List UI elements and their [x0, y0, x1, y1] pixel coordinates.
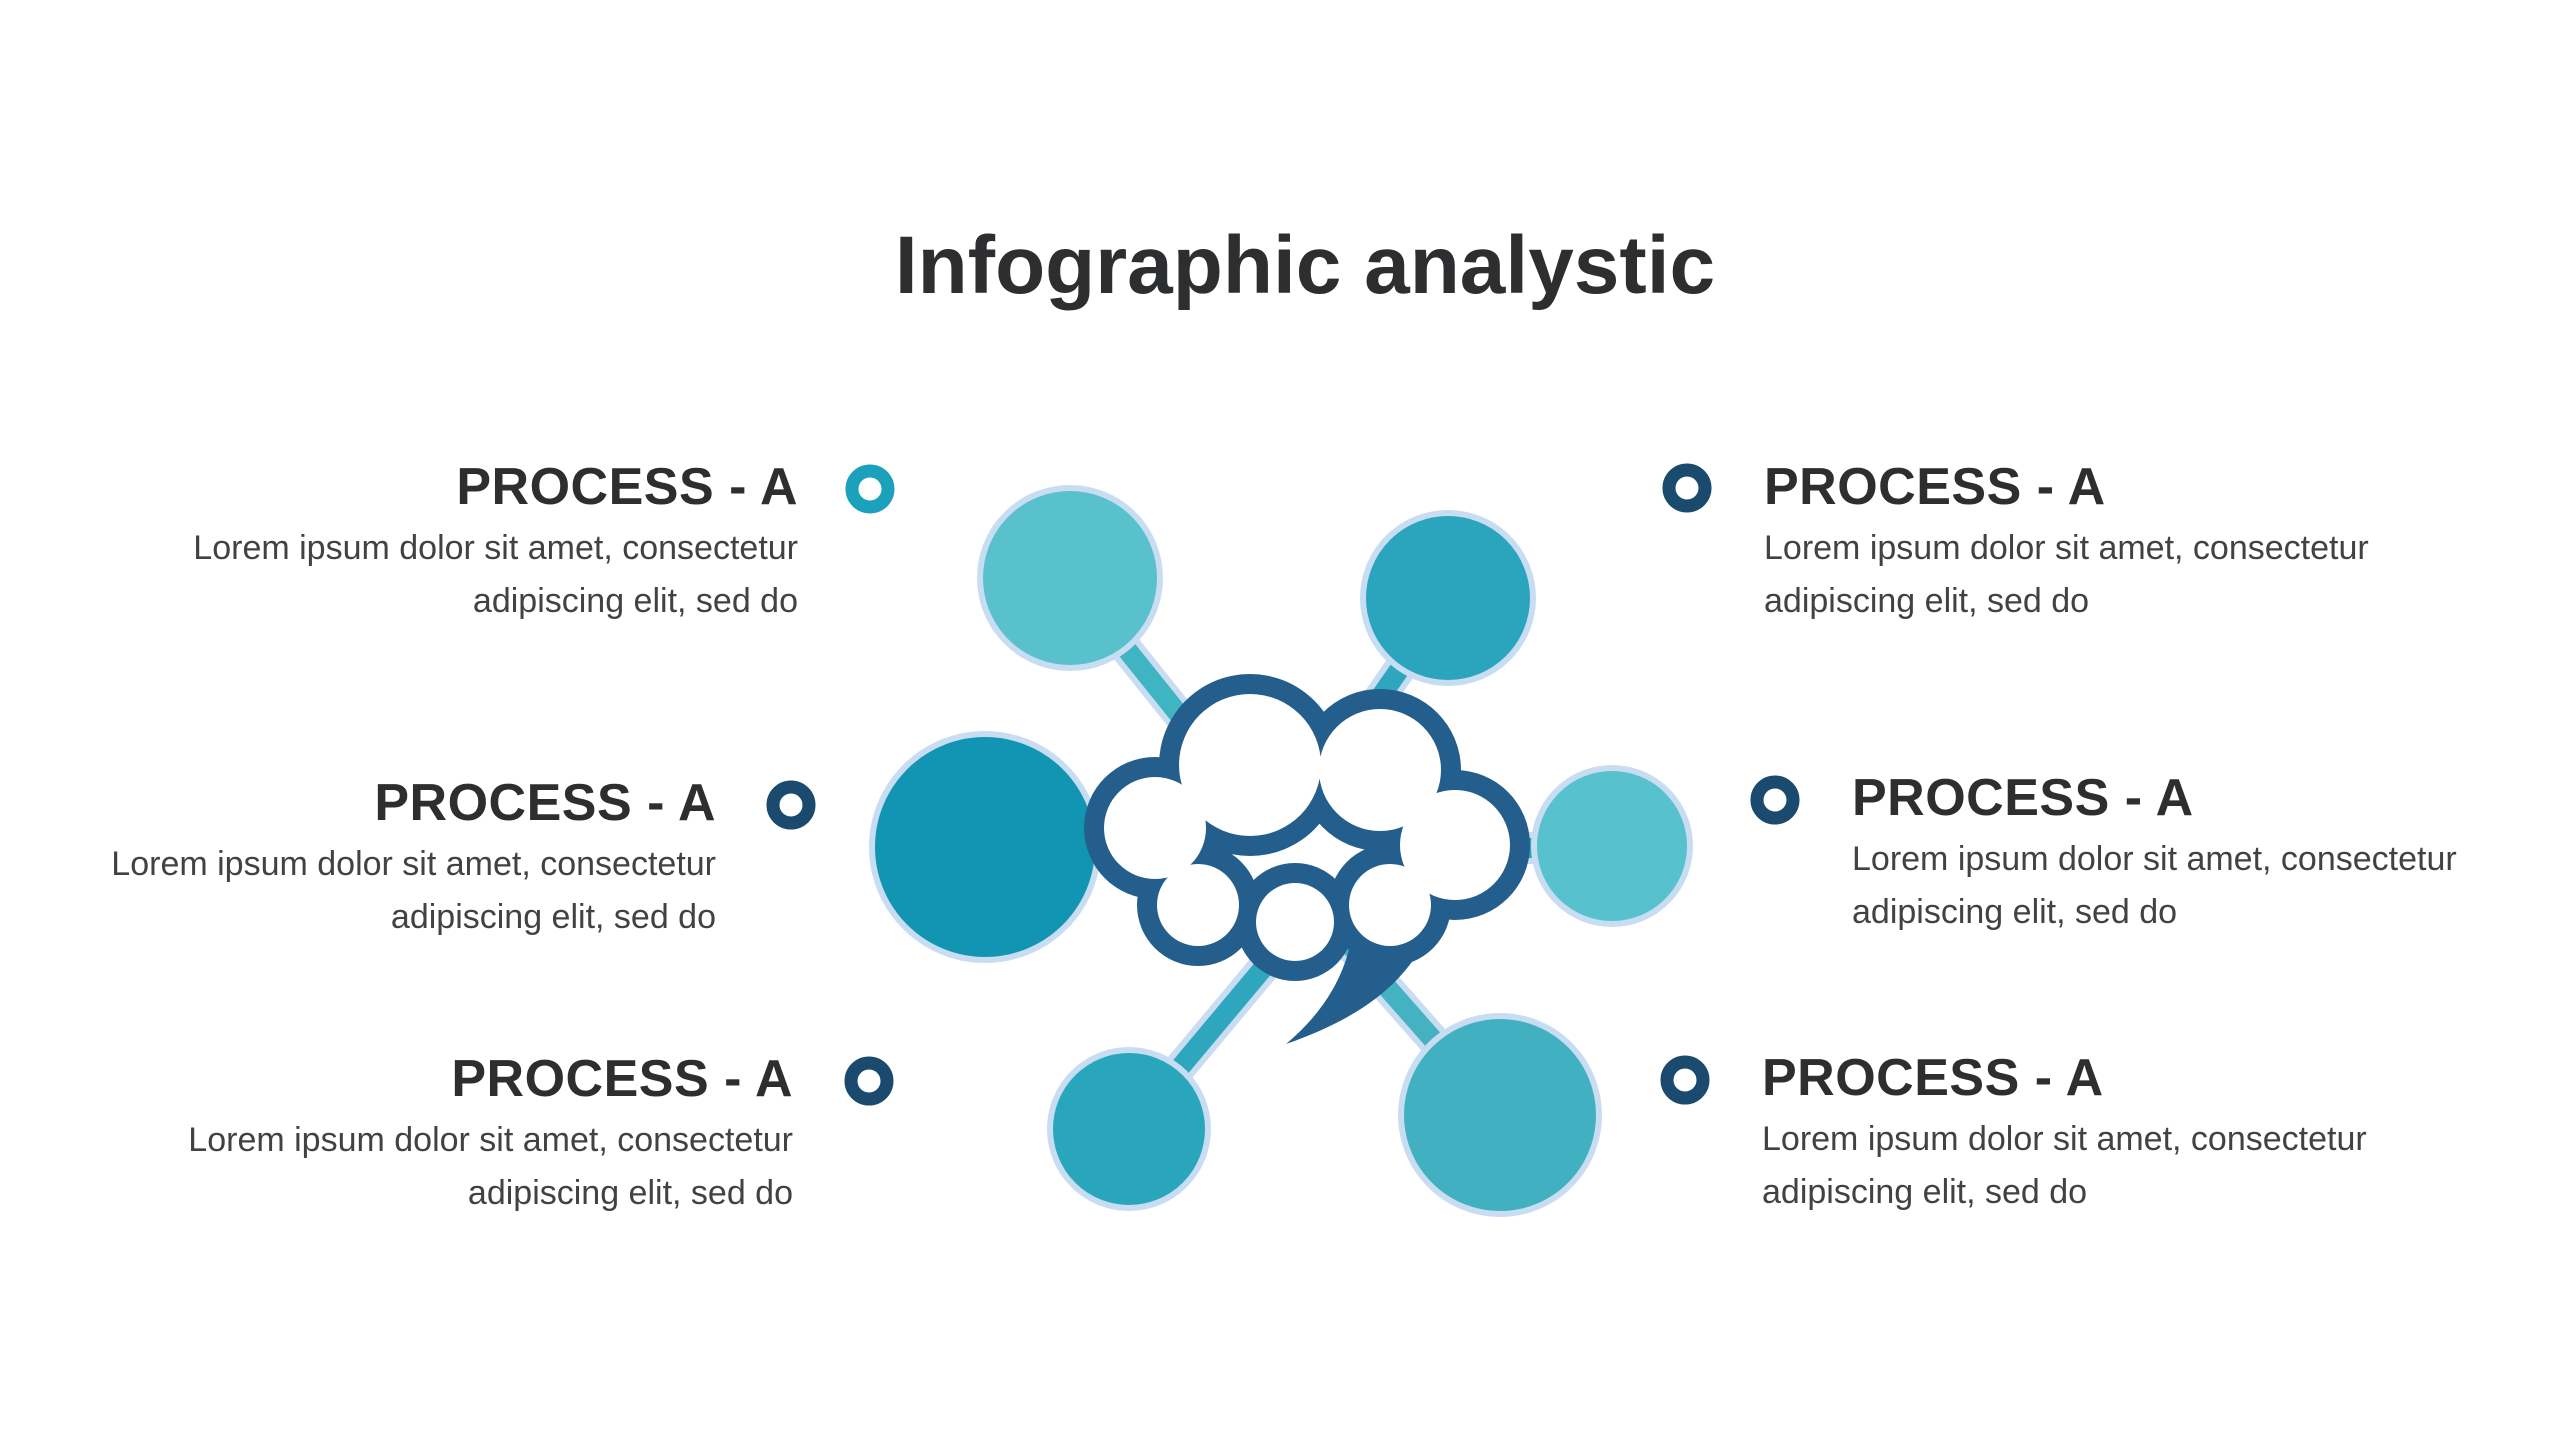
process-heading: PROCESS - A	[1852, 769, 2194, 827]
process-heading: PROCESS - A	[451, 1050, 793, 1108]
process-body-line: Lorem ipsum dolor sit amet, consectetur	[1764, 529, 2369, 567]
process-marker-ring-icon	[766, 780, 816, 830]
node-left-circle	[869, 731, 1101, 963]
thought-bubble-icon	[1084, 674, 1530, 1044]
process-body-line: adipiscing elit, sed do	[1764, 582, 2090, 620]
node-top-left-circle	[977, 485, 1163, 671]
process-marker-ring-icon	[844, 1056, 894, 1106]
node-right-circle	[1531, 765, 1693, 927]
process-block-bottom-right: PROCESS - A Lorem ipsum dolor sit amet, …	[1762, 1049, 2462, 1219]
process-body-line: Lorem ipsum dolor sit amet, consectetur	[111, 845, 716, 883]
process-heading: PROCESS - A	[374, 774, 716, 832]
process-body-line: adipiscing elit, sed do	[1762, 1173, 2088, 1211]
process-marker-ring-icon	[1750, 775, 1800, 825]
process-body-line: adipiscing elit, sed do	[467, 1174, 793, 1212]
process-marker-ring-icon	[1662, 463, 1712, 513]
process-body-line: adipiscing elit, sed do	[1852, 893, 2178, 931]
process-body-line: adipiscing elit, sed do	[390, 898, 716, 936]
process-marker-ring-icon	[1660, 1055, 1710, 1105]
slide-title: Infographic analystic	[894, 220, 1716, 311]
process-heading: PROCESS - A	[1764, 458, 2106, 516]
node-top-right-circle	[1360, 510, 1536, 686]
node-circles	[869, 485, 1693, 1217]
process-body-line: adipiscing elit, sed do	[472, 582, 798, 620]
process-block-bottom-left: PROCESS - A Lorem ipsum dolor sit amet, …	[93, 1050, 793, 1220]
process-heading: PROCESS - A	[456, 458, 798, 516]
node-bottom-right-circle	[1398, 1013, 1602, 1217]
process-body-line: Lorem ipsum dolor sit amet, consectetur	[1762, 1120, 2367, 1158]
node-bottom-left-circle	[1047, 1047, 1211, 1211]
process-heading: PROCESS - A	[1762, 1049, 2104, 1107]
process-block-top-right: PROCESS - A Lorem ipsum dolor sit amet, …	[1764, 458, 2464, 628]
process-body-line: Lorem ipsum dolor sit amet, consectetur	[1852, 840, 2457, 878]
process-body-line: Lorem ipsum dolor sit amet, consectetur	[193, 529, 798, 567]
cloud-interior-puffs	[1104, 694, 1510, 961]
process-block-middle-right: PROCESS - A Lorem ipsum dolor sit amet, …	[1852, 769, 2552, 939]
process-block-top-left: PROCESS - A Lorem ipsum dolor sit amet, …	[98, 458, 798, 628]
process-body-line: Lorem ipsum dolor sit amet, consectetur	[188, 1121, 793, 1159]
process-block-middle-left: PROCESS - A Lorem ipsum dolor sit amet, …	[16, 774, 716, 944]
process-marker-ring-icon	[845, 464, 895, 514]
analysis-network-graphic	[869, 485, 1693, 1217]
